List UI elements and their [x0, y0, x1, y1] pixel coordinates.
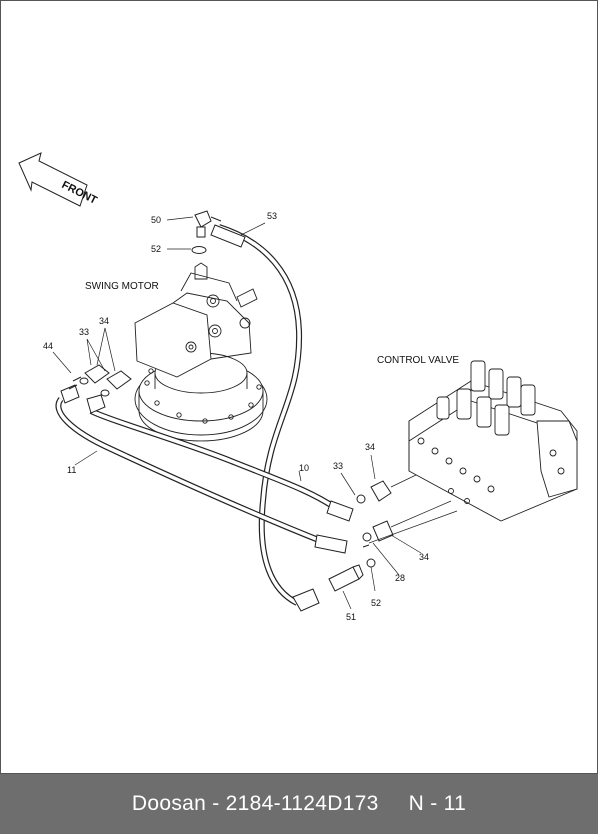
- callout-52-bottom: 52: [371, 598, 381, 608]
- elbow-fitting-50: [194, 210, 222, 238]
- callout-34-left: 34: [99, 316, 109, 326]
- swing-motor: [134, 262, 268, 442]
- o-ring-52-top: [191, 246, 207, 254]
- callout-50: 50: [151, 215, 161, 225]
- callout-leader-lines: [52, 216, 422, 610]
- swing-motor-label: SWING MOTOR: [85, 281, 159, 292]
- flange-group-right: [356, 480, 394, 568]
- hose-10: [86, 394, 354, 522]
- callout-28: 28: [395, 573, 405, 583]
- callout-52-top: 52: [151, 244, 161, 254]
- footer-part-number: 2184-1124D173: [225, 792, 379, 815]
- control-valve-label: CONTROL VALVE: [377, 355, 459, 366]
- callout-34-lower: 34: [419, 552, 429, 562]
- callout-51: 51: [346, 612, 356, 622]
- callout-44: 44: [43, 341, 53, 351]
- callout-11: 11: [67, 465, 76, 475]
- control-valve: [408, 360, 578, 522]
- hose-11: [55, 384, 348, 554]
- footer-page-ref: N - 11: [408, 792, 467, 815]
- adapter-51: [328, 564, 364, 592]
- footer-bar: Doosan - 2184-1124D173 N - 11: [0, 774, 598, 834]
- footer-separator: -: [206, 792, 226, 815]
- front-arrow-icon: [18, 152, 88, 207]
- callout-53: 53: [267, 211, 277, 221]
- exploded-parts-diagram: FRONT SWING MOTOR CONTROL VALVE 50 52 53…: [18, 152, 578, 622]
- flange-group-left: [68, 364, 132, 397]
- callout-33-left: 33: [79, 327, 89, 337]
- callout-33-right: 33: [333, 461, 343, 471]
- callout-10: 10: [299, 463, 309, 473]
- diagram-frame: FRONT SWING MOTOR CONTROL VALVE 50 52 53…: [0, 0, 598, 774]
- callout-34-upper: 34: [365, 442, 375, 452]
- hose-53: [210, 224, 320, 612]
- footer-brand: Doosan: [131, 792, 207, 815]
